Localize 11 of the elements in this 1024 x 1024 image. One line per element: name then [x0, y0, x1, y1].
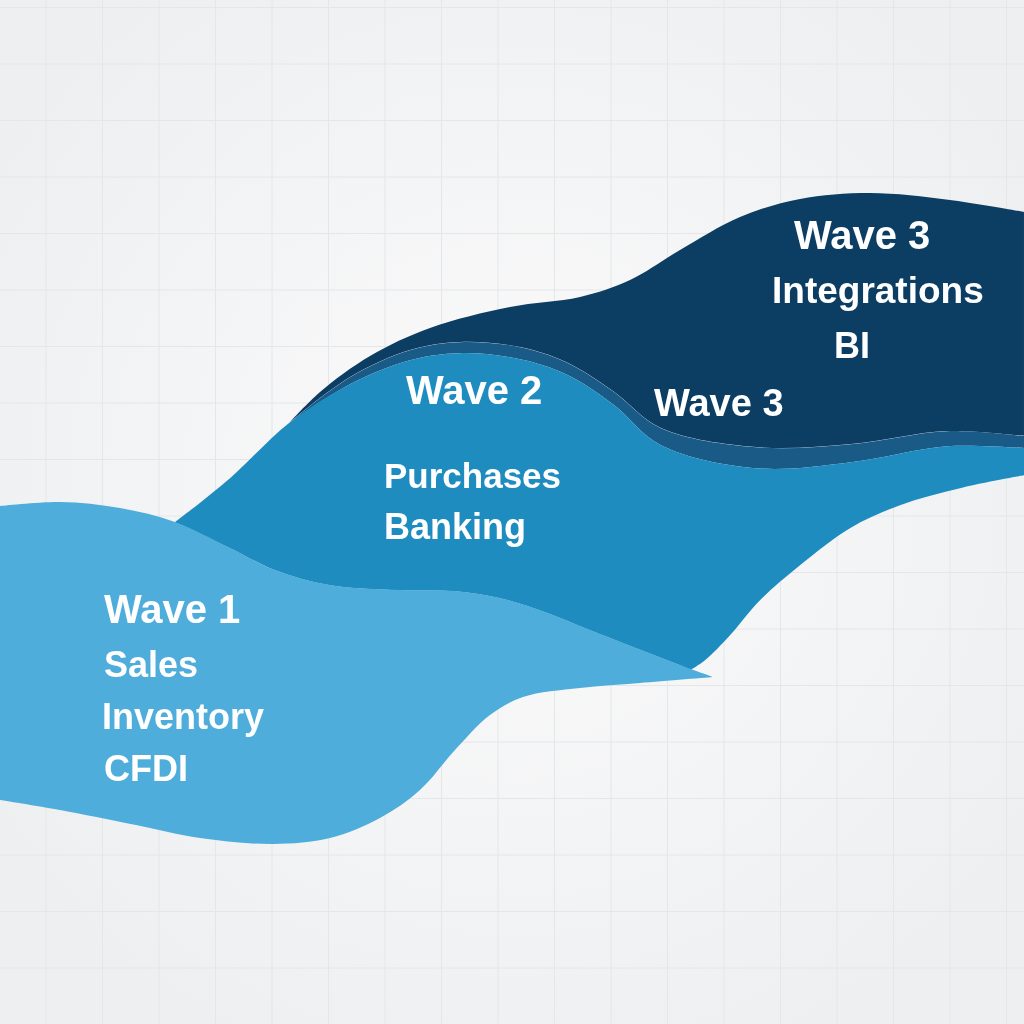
wave-title: Wave 3: [794, 215, 931, 255]
module-label: Sales: [104, 647, 199, 683]
wave-title: Wave 1: [104, 589, 241, 629]
module-label: Banking: [384, 509, 526, 545]
module-label: BI: [834, 328, 870, 364]
wave-title: Wave 2: [406, 370, 543, 410]
wave-title: Wave 3: [654, 384, 784, 422]
module-label: Purchases: [384, 458, 562, 493]
module-label: Inventory: [102, 699, 265, 735]
module-label: Integrations: [772, 272, 984, 309]
module-label: CFDI: [104, 751, 188, 787]
